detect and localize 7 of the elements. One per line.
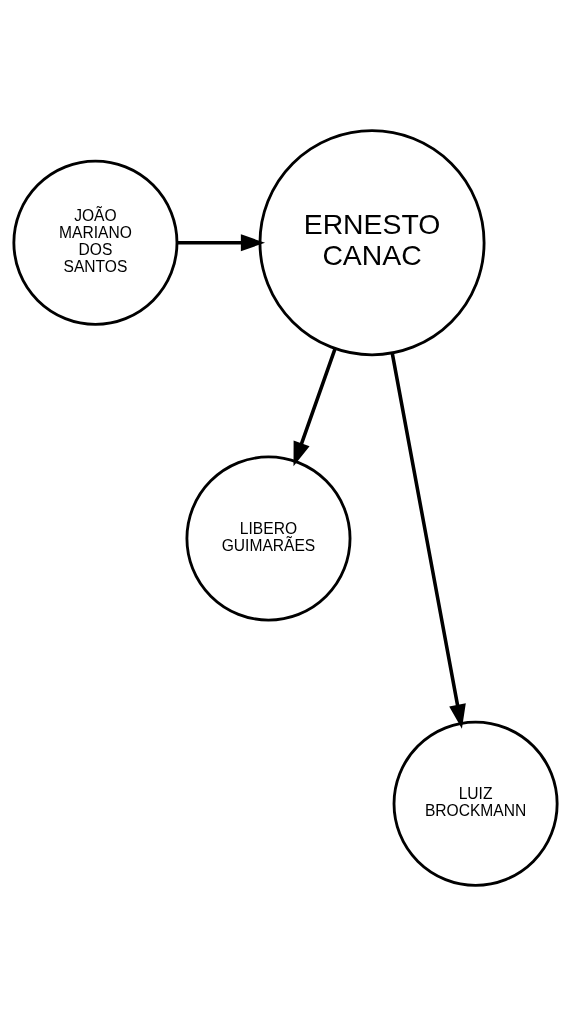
arrow	[293, 347, 337, 466]
node-circle: JOÃO MARIANO DOS SANTOS	[12, 159, 179, 326]
arrow	[390, 352, 466, 729]
arrow	[177, 233, 266, 251]
node-circle: ERNESTO CANAC	[258, 128, 486, 356]
node-circle: LIBERO GUIMARÃES	[185, 455, 352, 621]
node-circle: LUIZ BROCKMANN	[392, 720, 559, 887]
